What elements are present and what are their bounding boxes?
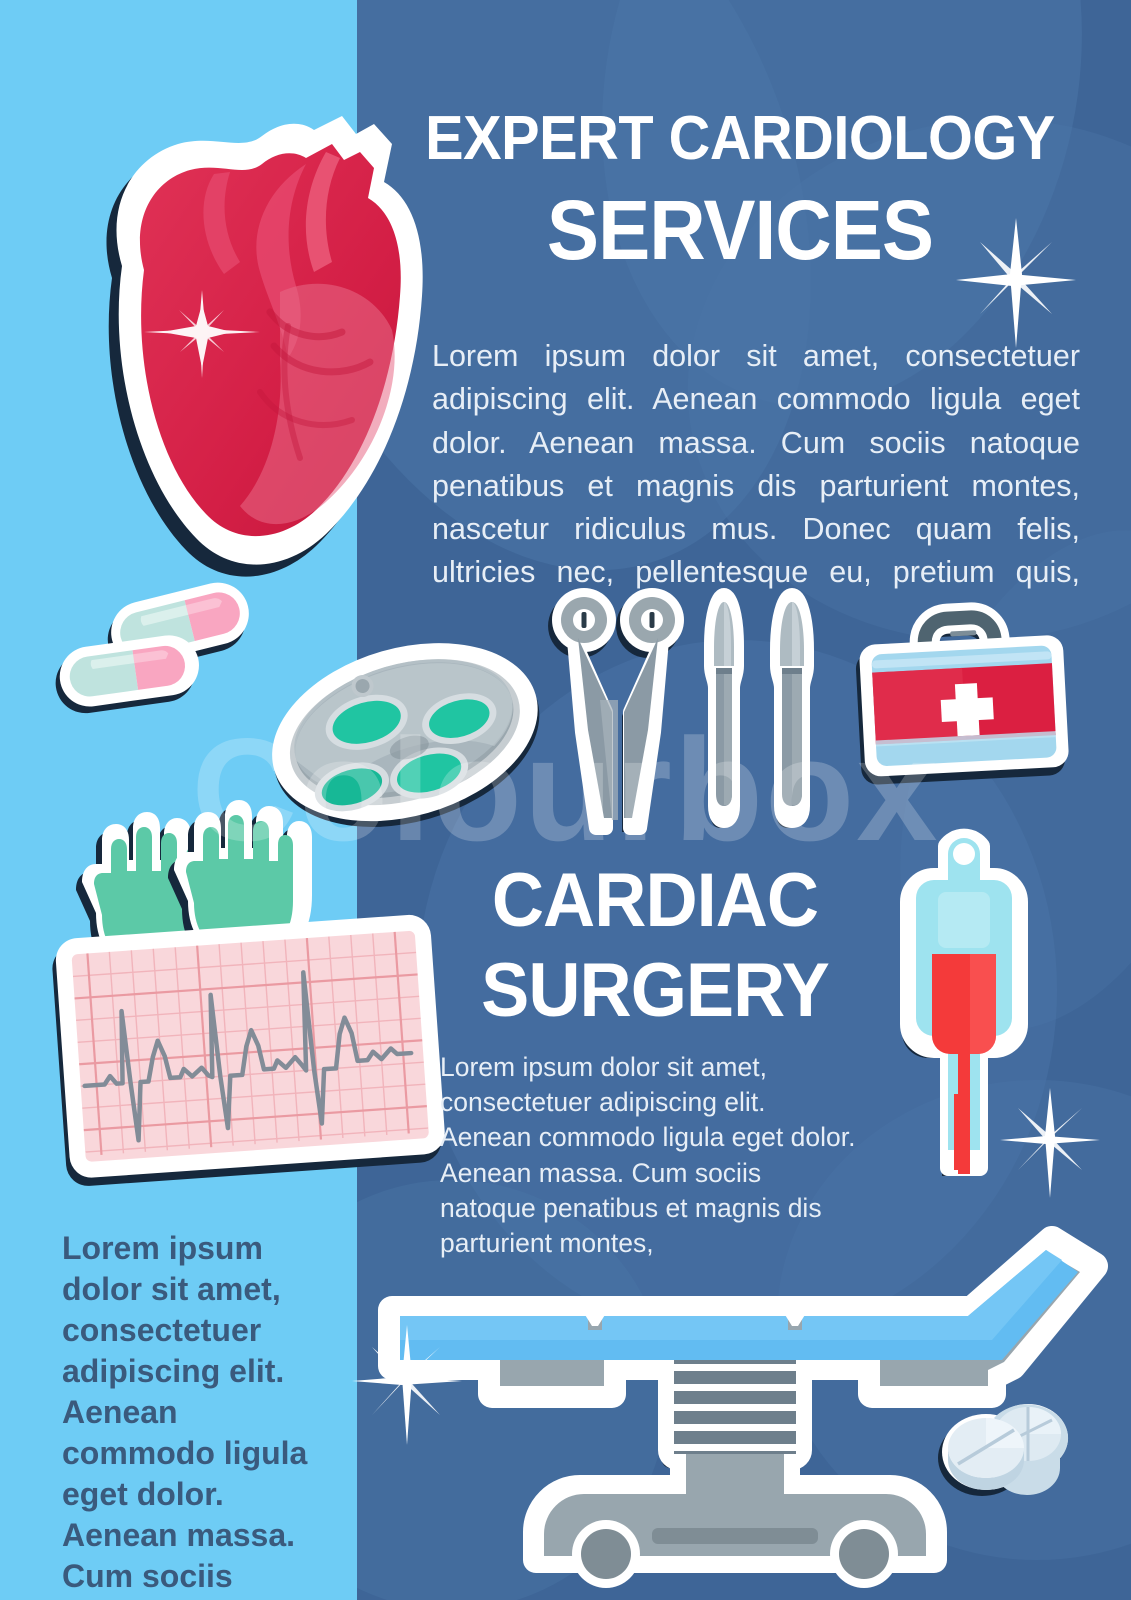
petri-dish-icon: [256, 626, 556, 846]
pill-capsules-icon: [52, 576, 262, 714]
page-title-line1: EXPERT CARDIOLOGY: [425, 104, 1055, 173]
operating-table-icon: [352, 1198, 1112, 1598]
page-title-line2: SERVICES: [546, 183, 934, 277]
section-paragraph: Lorem ipsum dolor sit amet, consectetuer…: [440, 1052, 856, 1259]
first-aid-kit-icon: [836, 600, 1086, 800]
scalpel-one-icon: [694, 588, 756, 828]
sparkle-heart-icon: [144, 290, 260, 378]
anatomical-heart-icon: [74, 86, 434, 586]
iv-blood-bag-icon: [884, 828, 1044, 1182]
surgical-scissors-icon: [542, 580, 702, 835]
surgical-gloves-icon: [58, 762, 312, 973]
ecg-chart-icon: [52, 912, 454, 1186]
footer-paragraph: Lorem ipsum dolor sit amet, consectetuer…: [62, 1230, 308, 1594]
section-title-line2: SURGERY: [481, 948, 830, 1033]
tablets-pair-icon: [928, 1386, 1078, 1506]
section-title-line1: CARDIAC: [491, 858, 819, 943]
scalpel-two-icon: [762, 588, 824, 828]
intro-paragraph: Lorem ipsum dolor sit amet, consectetuer…: [432, 339, 1080, 590]
